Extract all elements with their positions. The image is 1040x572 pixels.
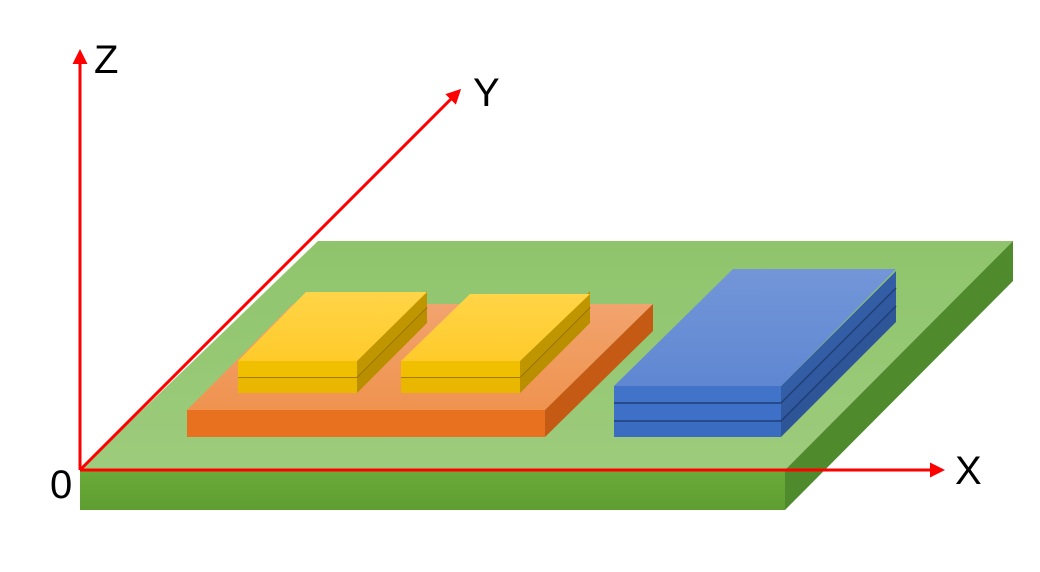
base-substrate-front [80,470,785,510]
blue-stack [614,269,897,437]
yellow-stack-2-layer-bottom-front [401,377,520,393]
origin-label: 0 [50,463,72,507]
yellow-stack-1-top [238,292,427,361]
blue-stack-layer-2-side [781,288,896,421]
yellow-stack-2-top [401,294,590,361]
yellow-stack-2 [401,291,591,393]
blue-stack-divider-side-1 [780,287,897,404]
blue-stack-layer-3-side [781,271,896,403]
blue-stack-top [614,269,896,386]
y-axis-label: Y [473,71,500,115]
yellow-stack-2-layer-bottom-side [520,307,590,393]
y-axis-arrow [78,88,462,472]
yellow-stack-1-layer-top-side [357,291,427,377]
yellow-stack-1-layer-top-front [238,361,357,377]
z-axis-label: Z [94,38,118,82]
blue-stack-layer-3-front [614,386,781,403]
orange-plate-front [187,410,545,437]
yellow-stack-1 [238,291,428,393]
blue-stack-divider-side-2 [780,305,897,422]
coordinate-axes [72,49,945,478]
x-axis-label: X [955,449,982,493]
base-substrate-side [785,241,1013,510]
orange-plate-side [545,304,653,437]
blue-stack-layer-1-front [614,421,781,437]
yellow-stack-1-layer-bottom-front [238,377,357,393]
yellow-stack-2-layer-top-front [401,361,520,377]
yellow-stack-2-layer-top-side [520,291,590,377]
blue-stack-layer-2-front [614,403,781,421]
yellow-stack-1-layer-bottom-side [357,307,427,393]
blue-stack-layer-1-side [781,306,896,437]
